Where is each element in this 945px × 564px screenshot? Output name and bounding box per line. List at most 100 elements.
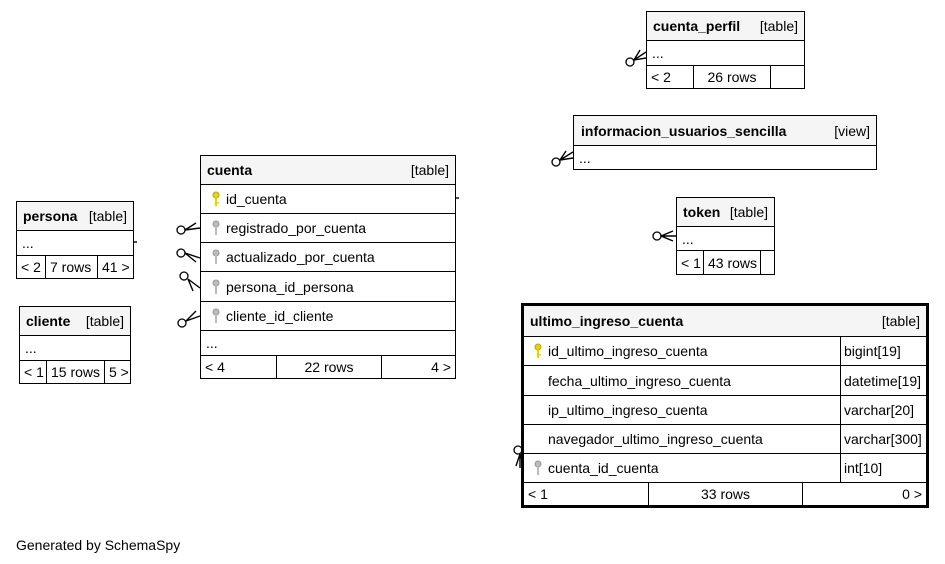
relationship-end-informacion-usuarios bbox=[551, 157, 561, 167]
key-icon bbox=[530, 460, 546, 476]
ellipsis: ... bbox=[25, 340, 37, 356]
footer-parents: < 4 bbox=[201, 356, 277, 378]
footer-parents: < 1 bbox=[524, 483, 649, 505]
table-ellipsis-row: ... bbox=[201, 331, 455, 356]
column-row[interactable]: cuenta_id_cuenta int[10] bbox=[524, 454, 926, 483]
footer-rows: 15 rows bbox=[47, 361, 105, 383]
footer-rows: 33 rows bbox=[649, 483, 803, 505]
view-informacion-usuarios-sencilla[interactable]: informacion_usuarios_sencilla [view] ... bbox=[573, 115, 877, 170]
key-icon bbox=[208, 191, 224, 207]
column-name: navegador_ultimo_ingreso_cuenta bbox=[548, 431, 763, 447]
column-name: fecha_ultimo_ingreso_cuenta bbox=[548, 372, 731, 389]
table-header: cliente [table] bbox=[20, 307, 130, 336]
column-name: id_cuenta bbox=[226, 191, 287, 207]
footer-parents: < 1 bbox=[20, 361, 47, 383]
column-row[interactable]: cliente_id_cliente bbox=[201, 302, 455, 331]
key-icon bbox=[208, 279, 224, 295]
table-name: ultimo_ingreso_cuenta bbox=[530, 313, 684, 329]
table-header: cuenta [table] bbox=[201, 156, 455, 185]
column-name: actualizado_por_cuenta bbox=[226, 249, 375, 265]
table-kind: [table] bbox=[881, 313, 920, 329]
column-name: persona_id_persona bbox=[226, 278, 354, 295]
column-row[interactable]: navegador_ultimo_ingreso_cuenta varchar[… bbox=[524, 425, 926, 454]
table-kind: [table] bbox=[85, 313, 124, 329]
footer-rows: 43 rows bbox=[704, 251, 761, 274]
table-header: ultimo_ingreso_cuenta [table] bbox=[524, 306, 926, 337]
key-icon bbox=[208, 220, 224, 236]
table-persona[interactable]: persona [table] ... < 2 7 rows 41 > bbox=[16, 201, 134, 279]
ellipsis: ... bbox=[22, 235, 34, 251]
column-name: cliente_id_cliente bbox=[226, 308, 334, 324]
table-name: persona bbox=[23, 208, 78, 224]
relationship-end-actualizado bbox=[176, 248, 186, 258]
table-token[interactable]: token [table] ... < 1 43 rows bbox=[676, 197, 775, 275]
table-header: cuenta_perfil [table] bbox=[647, 12, 804, 41]
table-footer: < 2 26 rows bbox=[647, 66, 804, 88]
column-name: cuenta_id_cuenta bbox=[548, 460, 659, 476]
table-header: token [table] bbox=[677, 198, 774, 227]
column-name: ip_ultimo_ingreso_cuenta bbox=[548, 402, 708, 418]
footer-children: 5 > bbox=[109, 364, 129, 380]
column-row[interactable]: ip_ultimo_ingreso_cuenta varchar[20] bbox=[524, 396, 926, 425]
relationship-end-persona bbox=[179, 271, 189, 281]
table-cuenta-perfil[interactable]: cuenta_perfil [table] ... < 2 26 rows bbox=[646, 11, 805, 89]
footer-children bbox=[771, 66, 804, 88]
table-name: token bbox=[683, 204, 721, 220]
table-cuenta[interactable]: cuenta [table] id_cuenta registrado_por_… bbox=[200, 155, 456, 379]
footer-children: 0 > bbox=[902, 486, 922, 502]
key-icon bbox=[208, 249, 224, 265]
column-row[interactable]: fecha_ultimo_ingreso_cuenta datetime[19] bbox=[524, 366, 926, 396]
generated-by-credit: Generated by SchemaSpy bbox=[16, 537, 181, 553]
footer-rows: 22 rows bbox=[277, 356, 382, 378]
table-ellipsis-row: ... bbox=[677, 227, 774, 251]
column-type: int[10] bbox=[840, 454, 926, 482]
table-footer: < 1 33 rows 0 > bbox=[524, 483, 926, 505]
column-row[interactable]: id_cuenta bbox=[201, 185, 455, 214]
table-kind: [table] bbox=[410, 162, 449, 178]
table-name: cuenta_perfil bbox=[653, 18, 741, 34]
column-type: varchar[300] bbox=[840, 425, 926, 453]
relationship-end-cuenta-perfil bbox=[625, 57, 635, 67]
table-header: informacion_usuarios_sencilla [view] bbox=[574, 116, 876, 146]
key-icon bbox=[208, 308, 224, 324]
footer-rows: 26 rows bbox=[694, 66, 771, 88]
table-ellipsis-row: ... bbox=[17, 231, 133, 256]
relationship-end-registrado bbox=[176, 225, 186, 235]
ellipsis: ... bbox=[652, 45, 664, 61]
footer-parents: < 2 bbox=[17, 256, 46, 278]
footer-parents: < 2 bbox=[647, 66, 694, 88]
table-ellipsis-row: ... bbox=[574, 146, 876, 169]
table-ultimo-ingreso-cuenta[interactable]: ultimo_ingreso_cuenta [table] id_ultimo_… bbox=[521, 303, 929, 508]
relationship-end-token bbox=[652, 231, 662, 241]
table-name: cuenta bbox=[207, 162, 253, 178]
table-header: persona [table] bbox=[17, 202, 133, 231]
column-type: bigint[19] bbox=[840, 337, 926, 365]
table-name: cliente bbox=[26, 313, 71, 329]
table-footer: < 1 15 rows 5 > bbox=[20, 361, 130, 383]
column-name: id_ultimo_ingreso_cuenta bbox=[548, 343, 708, 359]
footer-children bbox=[761, 251, 774, 274]
table-footer: < 2 7 rows 41 > bbox=[17, 256, 133, 278]
ellipsis: ... bbox=[206, 335, 218, 351]
table-kind: [table] bbox=[88, 208, 127, 224]
column-type: varchar[20] bbox=[840, 396, 926, 424]
column-row[interactable]: persona_id_persona bbox=[201, 272, 455, 302]
ellipsis: ... bbox=[682, 230, 694, 247]
table-kind: [view] bbox=[834, 122, 870, 139]
footer-children: 4 > bbox=[431, 359, 451, 375]
relationship-end-cliente bbox=[177, 318, 187, 328]
footer-parents: < 1 bbox=[677, 251, 704, 274]
column-row[interactable]: actualizado_por_cuenta bbox=[201, 243, 455, 272]
footer-rows: 7 rows bbox=[46, 256, 98, 278]
table-ellipsis-row: ... bbox=[647, 41, 804, 66]
column-row[interactable]: registrado_por_cuenta bbox=[201, 214, 455, 243]
table-cliente[interactable]: cliente [table] ... < 1 15 rows 5 > bbox=[19, 306, 131, 384]
table-kind: [table] bbox=[729, 204, 768, 220]
table-name: informacion_usuarios_sencilla bbox=[581, 122, 787, 139]
column-row[interactable]: id_ultimo_ingreso_cuenta bigint[19] bbox=[524, 337, 926, 366]
table-footer: < 1 43 rows bbox=[677, 251, 774, 274]
ellipsis: ... bbox=[579, 149, 591, 166]
table-ellipsis-row: ... bbox=[20, 336, 130, 361]
footer-children: 41 > bbox=[102, 259, 130, 275]
column-type: datetime[19] bbox=[840, 366, 926, 395]
